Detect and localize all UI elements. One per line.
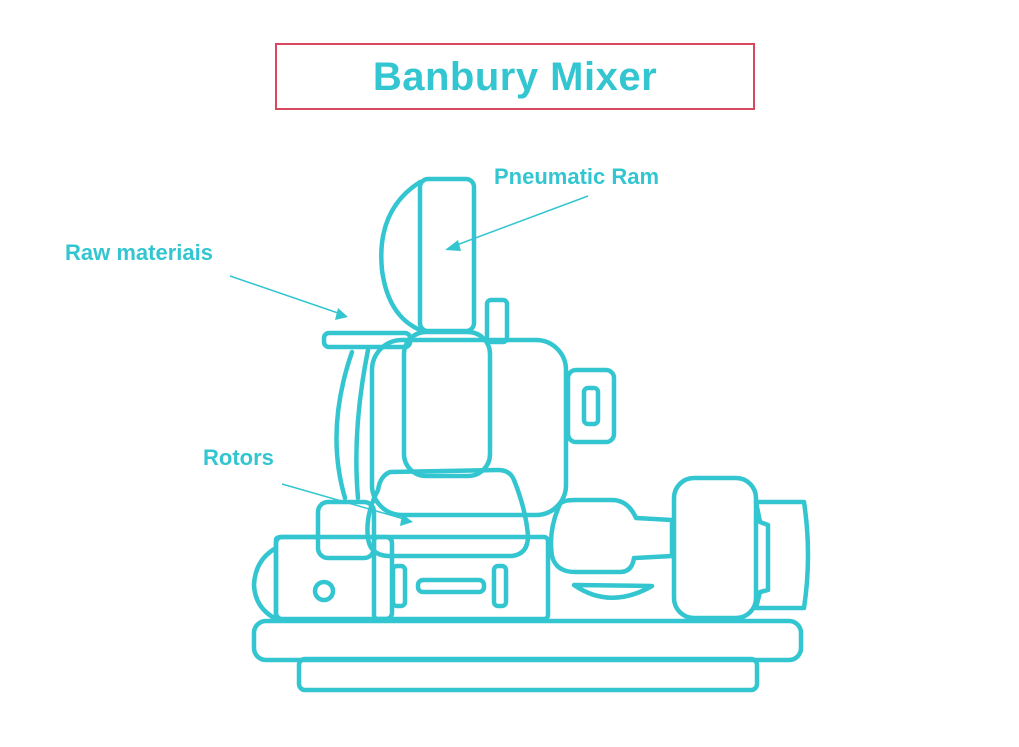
left-housing [251, 534, 321, 622]
chamber-body [369, 337, 569, 518]
side-handle-slot [581, 385, 601, 427]
base-lower-plate [296, 656, 760, 693]
arrow-pneumatic-ram [453, 195, 589, 247]
drip-tray [571, 582, 655, 600]
arrow-raw-materials [229, 275, 339, 314]
arrow-rotors [281, 483, 405, 520]
slot-center [415, 577, 487, 595]
base-upper-plate [251, 618, 804, 663]
label-raw-materials: Raw materiais [65, 240, 213, 265]
slot-left [390, 563, 408, 609]
hopper-dome [379, 179, 423, 333]
motor-cap [753, 499, 811, 611]
ram-cylinder [401, 329, 493, 479]
diagram-title: Banbury Mixer [372, 54, 658, 99]
side-panel-curve [334, 349, 355, 501]
pneumatic-ram [417, 176, 477, 334]
label-rotors: Rotors [203, 445, 274, 470]
arrowhead-rotors [400, 514, 413, 526]
label-pneumatic-ram: Pneumatic Ram [494, 164, 660, 189]
gearbox [671, 475, 759, 621]
title-box: Banbury Mixer [275, 43, 755, 110]
slot-right [491, 563, 509, 609]
shaft-coupling [548, 497, 675, 575]
side-handle [565, 367, 617, 445]
bolt-hole [312, 579, 336, 603]
arrowhead-raw-materials [335, 308, 348, 320]
arrowhead-pneumatic-ram [445, 240, 461, 251]
top-post [484, 297, 510, 345]
central-frame [371, 534, 551, 622]
side-panel-inner [354, 347, 371, 501]
rotor-chamber [365, 467, 531, 559]
